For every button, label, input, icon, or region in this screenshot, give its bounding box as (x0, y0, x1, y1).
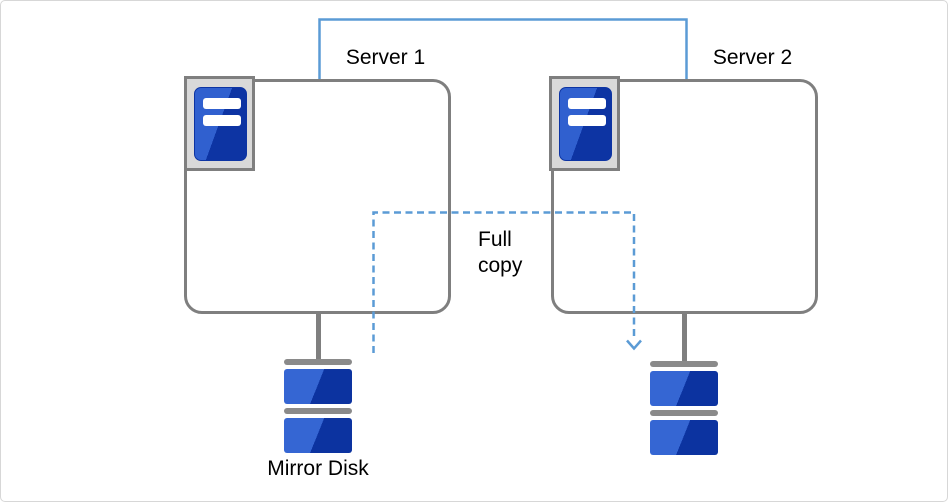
server-front-panel (559, 87, 612, 161)
disk-divider-bar (284, 408, 352, 414)
full-copy-label: Full copy (478, 228, 523, 277)
server-drive-slot (568, 115, 606, 126)
server-tower-icon (549, 76, 620, 171)
server-drive-slot (568, 98, 606, 109)
disk-divider-bar (650, 410, 718, 416)
disk-platter (650, 371, 718, 406)
arrow-down-icon (626, 339, 642, 351)
server2-disk-icon (650, 361, 718, 459)
server1-disk-connector-line (316, 312, 321, 360)
mirror-disk-icon (284, 359, 352, 457)
server-front-panel (194, 87, 247, 161)
disk-cap-bar (284, 359, 352, 365)
disk-platter (650, 420, 718, 455)
disk-cap-bar (650, 361, 718, 367)
disk-platter (284, 369, 352, 404)
mirror-disk-label: Mirror Disk (267, 457, 369, 480)
server2-label: Server 2 (712, 46, 793, 69)
server-drive-slot (203, 98, 241, 109)
server-drive-slot (203, 115, 241, 126)
disk-platter (284, 418, 352, 453)
server1-label: Server 1 (345, 46, 426, 69)
server-tower-icon (184, 76, 255, 171)
server2-disk-connector-line (682, 312, 687, 362)
